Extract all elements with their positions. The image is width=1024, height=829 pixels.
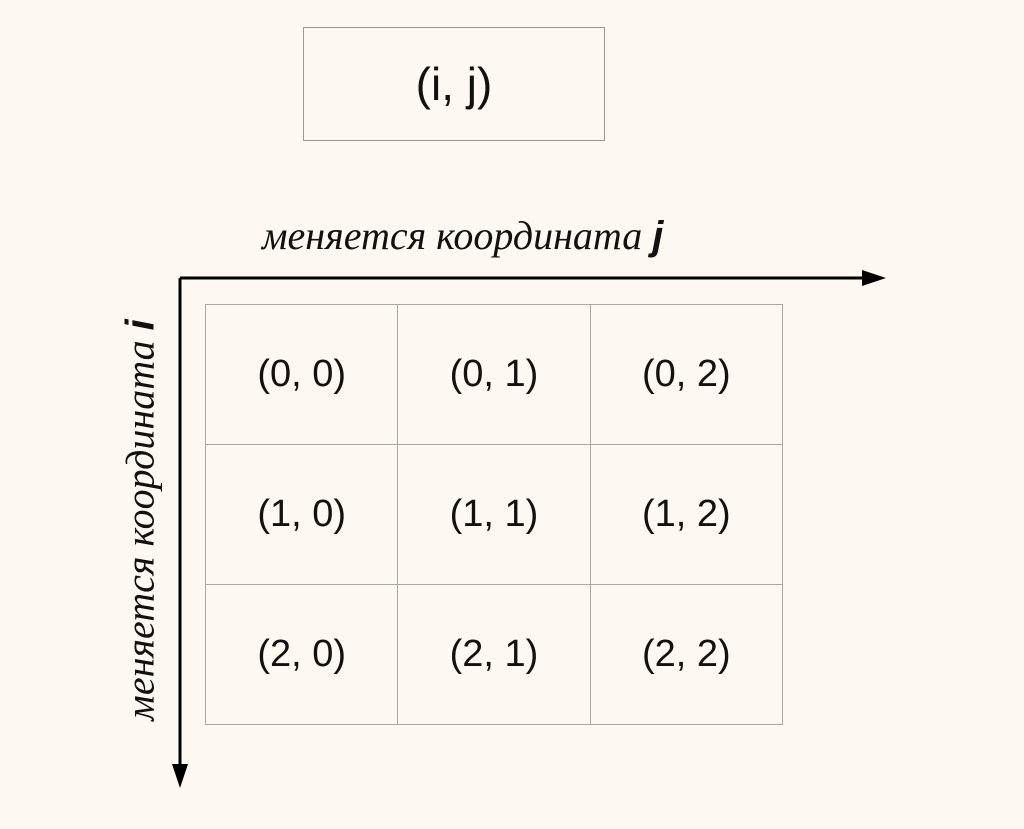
grid-cell: (0, 0) <box>206 305 399 445</box>
grid-cell: (2, 1) <box>398 585 591 725</box>
grid-cell: (2, 2) <box>590 585 783 725</box>
axis-i-arrowhead <box>172 764 188 788</box>
grid-cell: (1, 1) <box>398 445 591 585</box>
grid-cell: (0, 1) <box>398 305 591 445</box>
coordinate-grid: (0, 0) (0, 1) (0, 2) (1, 0) (1, 1) (1, 2… <box>205 304 783 725</box>
grid-cell: (1, 2) <box>590 445 783 585</box>
title-box: (i, j) <box>303 27 605 141</box>
title-text: (i, j) <box>415 58 493 110</box>
grid-cell: (0, 2) <box>590 305 783 445</box>
grid-cell: (2, 0) <box>206 585 399 725</box>
axis-j-arrowhead <box>862 270 886 286</box>
grid-cell: (1, 0) <box>206 445 399 585</box>
axis-j-var: j <box>652 214 664 258</box>
axis-j-label: меняется координата j <box>262 212 663 259</box>
axis-j-text: меняется координата <box>262 213 643 258</box>
